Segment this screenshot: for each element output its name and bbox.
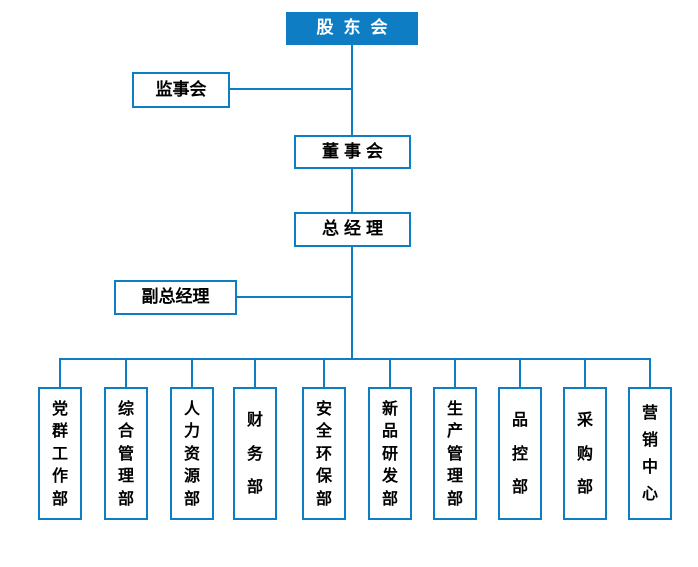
node-department: 人力资源部	[170, 387, 214, 520]
connector-department-drop	[454, 358, 456, 387]
node-deputy-general-manager: 副总经理	[114, 280, 237, 315]
department-label-char: 部	[183, 488, 200, 508]
node-department: 财务部	[233, 387, 277, 520]
connector-shareholders-board	[351, 45, 353, 135]
department-label-char: 品	[511, 409, 528, 429]
department-label-char: 综	[117, 398, 134, 418]
department-label-char: 部	[117, 488, 134, 508]
departments-distribution-line	[59, 358, 651, 360]
node-department: 党群工作部	[38, 387, 82, 520]
node-department: 采购部	[563, 387, 607, 520]
department-label-char: 部	[51, 488, 68, 508]
department-label-char: 部	[246, 477, 263, 497]
connector-department-drop	[254, 358, 256, 387]
department-label-char: 作	[51, 466, 68, 485]
department-label-char: 销	[641, 430, 658, 449]
node-general-manager: 总经理	[294, 212, 411, 247]
department-label-char: 管	[446, 443, 463, 463]
department-label-char: 生	[446, 398, 463, 418]
department-label-char: 采	[576, 409, 593, 429]
department-label-char: 心	[641, 484, 658, 503]
department-label-char: 部	[511, 477, 528, 497]
department-label-char: 合	[117, 421, 134, 440]
department-label-char: 部	[315, 488, 332, 508]
department-label-char: 管	[117, 443, 134, 463]
node-shareholders-meeting: 股东会	[286, 12, 418, 45]
department-label-char: 力	[183, 421, 200, 440]
department-label-char: 理	[446, 466, 463, 485]
connector-gm-departments	[351, 247, 353, 359]
connector-department-drop	[323, 358, 325, 387]
department-label-char: 中	[641, 457, 658, 476]
connector-deputy-gm-trunk	[237, 296, 351, 298]
department-label-char: 品	[381, 421, 398, 440]
department-label-char: 部	[576, 477, 593, 497]
department-label-char: 人	[183, 398, 200, 418]
connector-supervisory-trunk	[230, 88, 351, 90]
department-label-char: 资	[183, 443, 200, 463]
node-department: 品控部	[498, 387, 542, 520]
department-label-char: 理	[117, 466, 134, 485]
connector-department-drop	[59, 358, 61, 387]
department-label-char: 环	[315, 443, 332, 463]
connector-department-drop	[584, 358, 586, 387]
connector-board-gm	[351, 169, 353, 212]
node-board-of-directors: 董事会	[294, 135, 411, 169]
department-label-char: 购	[576, 443, 593, 463]
node-department: 生产管理部	[433, 387, 477, 520]
connector-department-drop	[649, 358, 651, 387]
department-label-char: 新	[381, 398, 398, 418]
connector-department-drop	[519, 358, 521, 387]
connector-department-drop	[191, 358, 193, 387]
node-supervisory-board: 监事会	[132, 72, 230, 108]
department-label-char: 保	[315, 466, 332, 485]
connector-department-drop	[389, 358, 391, 387]
department-label-char: 研	[381, 443, 398, 463]
department-label-char: 发	[381, 466, 398, 485]
node-department: 营销中心	[628, 387, 672, 520]
connector-department-drop	[125, 358, 127, 387]
department-label-char: 务	[246, 443, 263, 463]
department-label-char: 党	[51, 398, 68, 418]
department-label-char: 群	[51, 421, 68, 440]
node-department: 安全环保部	[302, 387, 346, 520]
node-department: 新品研发部	[368, 387, 412, 520]
node-department: 综合管理部	[104, 387, 148, 520]
department-label-char: 部	[446, 488, 463, 508]
department-label-char: 控	[511, 443, 528, 463]
department-label-char: 财	[246, 409, 263, 429]
department-label-char: 营	[641, 403, 658, 422]
department-label-char: 全	[315, 421, 332, 440]
department-label-char: 产	[446, 421, 463, 440]
department-label-char: 安	[315, 398, 332, 418]
department-label-char: 源	[183, 466, 200, 485]
department-label-char: 工	[51, 443, 68, 463]
department-label-char: 部	[381, 488, 398, 508]
